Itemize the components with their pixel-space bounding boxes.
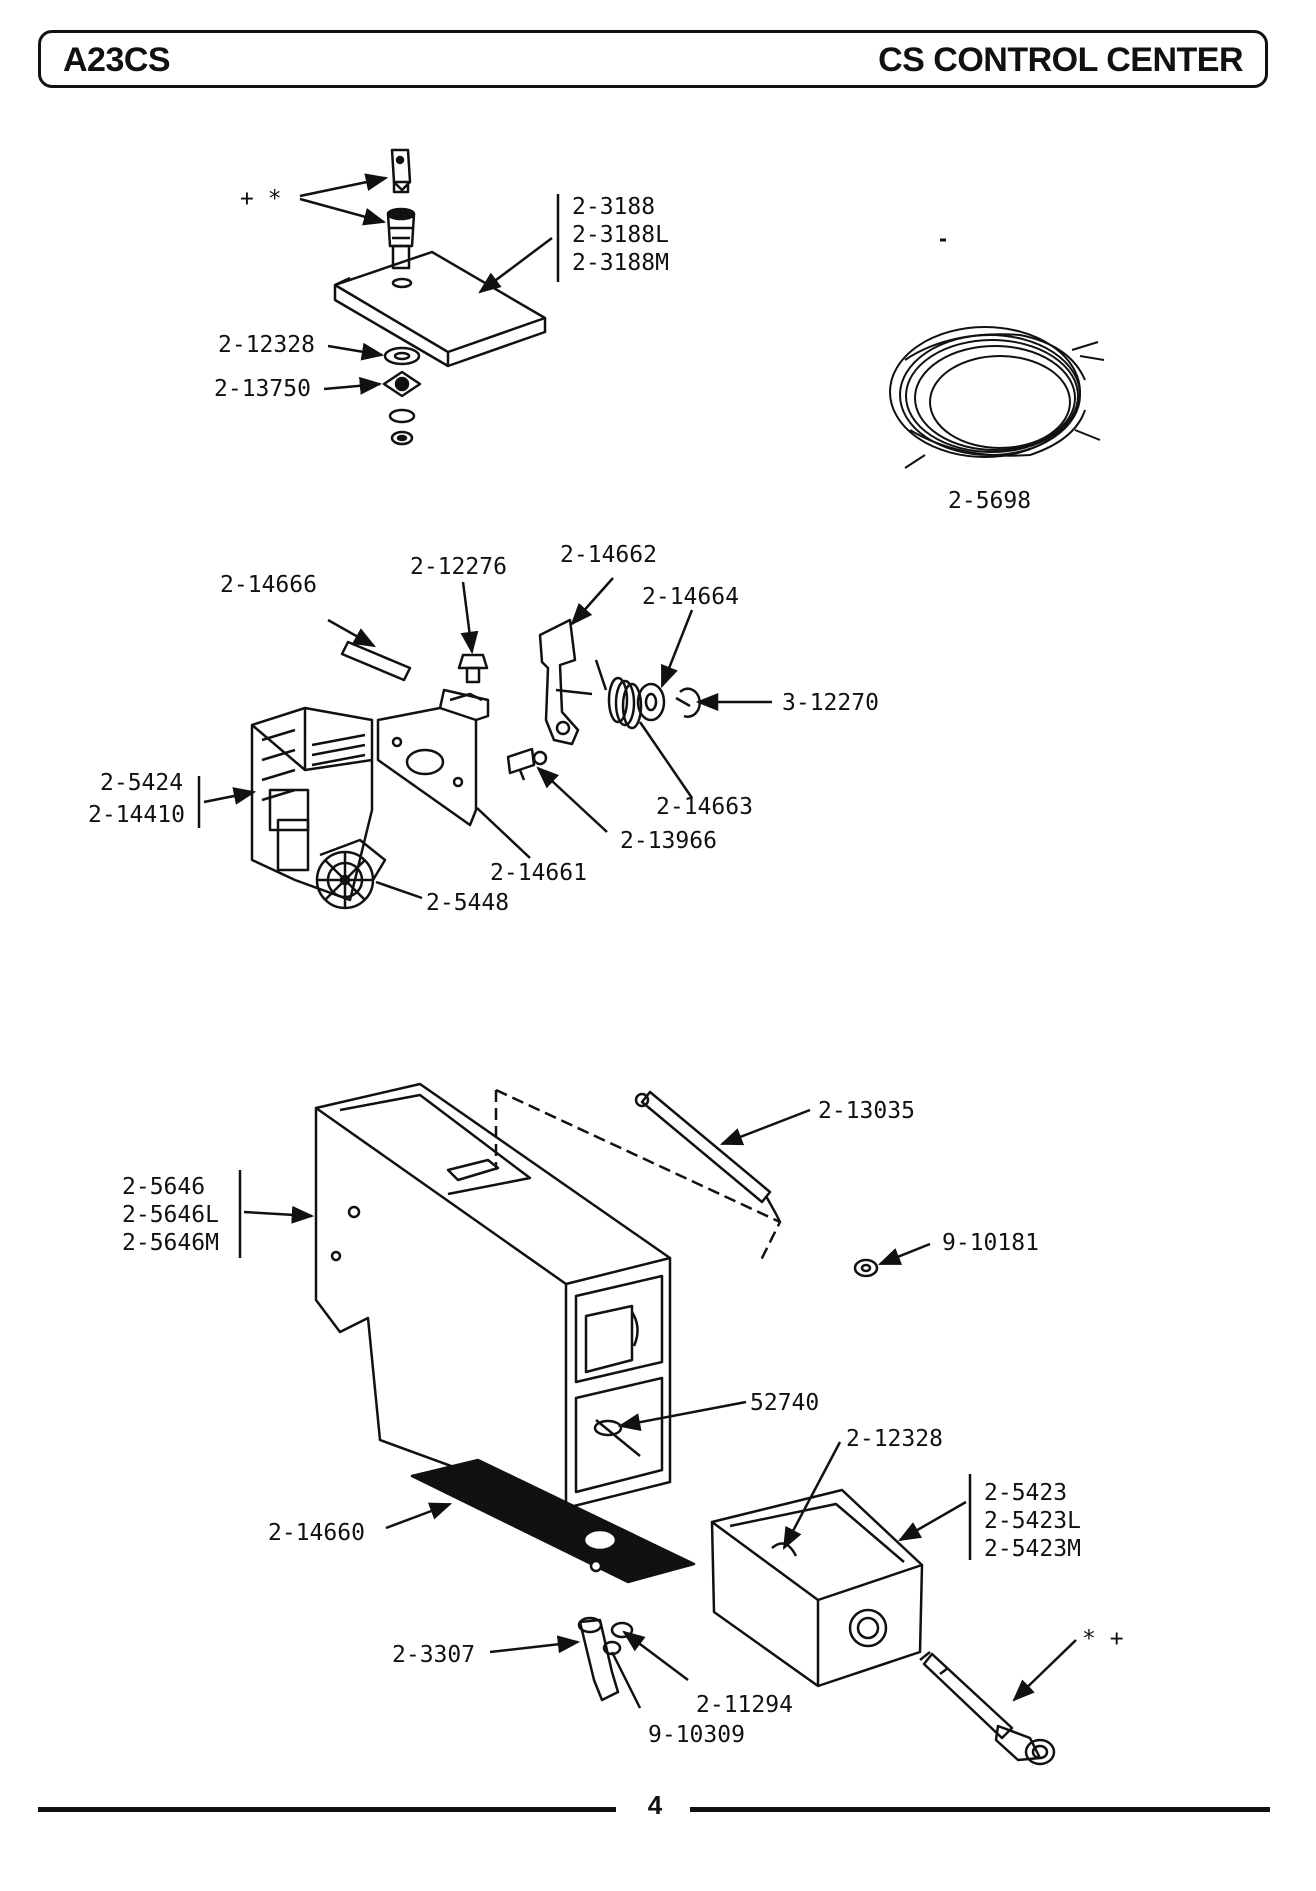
- bracket-14661-drawing: [376, 688, 490, 827]
- part-label-3188L: 2-3188L: [572, 222, 669, 248]
- part-label-10181: 9-10181: [942, 1230, 1039, 1256]
- part-label-12276: 2-12276: [410, 554, 507, 580]
- timer-motor-5448-drawing: [315, 838, 387, 910]
- box-5423-drawing: [710, 1488, 924, 1688]
- gasket-14660-drawing: [410, 1458, 696, 1584]
- part-label-5646: 2-5646: [122, 1174, 205, 1200]
- washer-14664-drawing: [636, 682, 666, 722]
- part-label-14410: 2-14410: [88, 802, 185, 828]
- lock-mark-bottom-label: * +: [1082, 1626, 1124, 1652]
- lock-washer-12328-drawing: [383, 346, 421, 366]
- lock-assembly-bottom-drawing: [919, 1651, 1056, 1766]
- part-label-52740: 52740: [750, 1390, 819, 1416]
- header-frame: A23CS CS CONTROL CENTER: [38, 30, 1268, 88]
- part-label-5423: 2-5423: [984, 1480, 1067, 1506]
- part-label-5698: 2-5698: [948, 488, 1031, 514]
- lock-mark-label: + *: [240, 186, 282, 212]
- part-label-5646L: 2-5646L: [122, 1202, 219, 1228]
- part-label-13966: 2-13966: [620, 828, 717, 854]
- part-label-14660: 2-14660: [268, 1520, 365, 1546]
- footer-rule-right: [690, 1807, 1270, 1812]
- lock-cylinder-drawing: [386, 207, 416, 270]
- screw-12276-drawing: [457, 653, 489, 684]
- mounting-plate-3188-drawing: [333, 250, 547, 368]
- part-label-13750: 2-13750: [214, 376, 311, 402]
- part-label-3188: 2-3188: [572, 194, 655, 220]
- cabinet-5646-drawing: [314, 1082, 672, 1510]
- grommet-10181-drawing: [853, 1258, 879, 1278]
- model-number: A23CS: [63, 41, 171, 79]
- part-label-12270: 3-12270: [782, 690, 879, 716]
- clip-12270-drawing: [675, 687, 701, 718]
- pin-13966-drawing: [506, 747, 548, 781]
- part-label-3307: 2-3307: [392, 1642, 475, 1668]
- switch-3307-drawing: [577, 1616, 634, 1702]
- part-label-5646M: 2-5646M: [122, 1230, 219, 1256]
- part-label-5423L: 2-5423L: [984, 1508, 1081, 1534]
- part-label-5424: 2-5424: [100, 770, 183, 796]
- part-label-14662: 2-14662: [560, 542, 657, 568]
- part-label-14661: 2-14661: [490, 860, 587, 886]
- part-label-12328-top: 2-12328: [218, 332, 315, 358]
- part-label-14663: 2-14663: [656, 794, 753, 820]
- spring-14663-drawing: [594, 659, 643, 730]
- part-label-11294: 2-11294: [696, 1692, 793, 1718]
- section-title: CS CONTROL CENTER: [878, 41, 1243, 79]
- part-label-12328-bottom: 2-12328: [846, 1426, 943, 1452]
- part-label-13035: 2-13035: [818, 1098, 915, 1124]
- footer-rule-left: [38, 1807, 616, 1812]
- part-label-3188M: 2-3188M: [572, 250, 669, 276]
- part-label-10309: 9-10309: [648, 1722, 745, 1748]
- cam-13750-drawing: [382, 370, 422, 398]
- part-label-14664: 2-14664: [642, 584, 739, 610]
- bulb-13035-drawing: [634, 1090, 782, 1223]
- nut-drawing: [388, 408, 416, 446]
- timer-5424-drawing: [250, 706, 374, 902]
- lock-key-drawing: [390, 148, 412, 194]
- part-label-5448: 2-5448: [426, 890, 509, 916]
- part-label-14666: 2-14666: [220, 572, 317, 598]
- shaft-14666-drawing: [340, 640, 412, 682]
- part-label-5423M: 2-5423M: [984, 1536, 1081, 1562]
- wire-harness-5698-drawing: [889, 326, 1105, 469]
- page-number: 4: [647, 1790, 663, 1820]
- lever-14662-drawing: [538, 618, 593, 746]
